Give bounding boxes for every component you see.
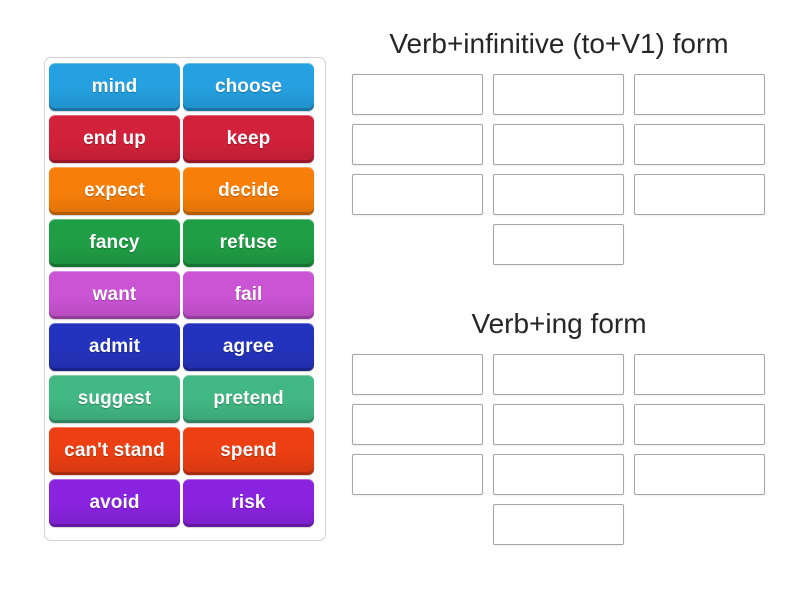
category-title-1: Verb+infinitive (to+V1) form	[389, 28, 729, 59]
drop-slot[interactable]	[493, 174, 624, 216]
category-group-2: Verb+ing form	[352, 308, 766, 546]
word-tile[interactable]: agree	[183, 323, 314, 371]
drop-slot[interactable]	[493, 504, 624, 546]
word-tile[interactable]: keep	[183, 115, 314, 163]
drop-slot[interactable]	[352, 74, 483, 116]
drop-slot[interactable]	[493, 124, 624, 166]
drop-slot[interactable]	[634, 74, 765, 116]
word-tile[interactable]: fail	[183, 271, 314, 319]
word-tile[interactable]: spend	[183, 427, 314, 475]
word-tile[interactable]: want	[49, 271, 180, 319]
drop-slot[interactable]	[634, 124, 765, 166]
drop-slot[interactable]	[634, 174, 765, 216]
word-tile[interactable]: fancy	[49, 219, 180, 267]
word-tile[interactable]: expect	[49, 167, 180, 215]
word-tile[interactable]: can't stand	[49, 427, 180, 475]
drop-slot[interactable]	[493, 74, 624, 116]
word-tile[interactable]: pretend	[183, 375, 314, 423]
word-tile[interactable]: decide	[183, 167, 314, 215]
drop-slot-grid-1	[352, 74, 766, 266]
drop-slot-grid-2	[352, 354, 766, 546]
word-tile[interactable]: avoid	[49, 479, 180, 527]
word-tile[interactable]: risk	[183, 479, 314, 527]
drop-slot[interactable]	[352, 124, 483, 166]
word-tile[interactable]: admit	[49, 323, 180, 371]
word-tile[interactable]: refuse	[183, 219, 314, 267]
word-tile[interactable]: choose	[183, 63, 314, 111]
drop-slot[interactable]	[493, 354, 624, 396]
category-title-2: Verb+ing form	[471, 308, 647, 339]
word-tile[interactable]: end up	[49, 115, 180, 163]
drop-slot[interactable]	[634, 404, 765, 446]
category-group-1: Verb+infinitive (to+V1) form	[352, 28, 766, 266]
drop-slot[interactable]	[352, 174, 483, 216]
drop-slot[interactable]	[634, 354, 765, 396]
drop-slot[interactable]	[493, 454, 624, 496]
drop-slot[interactable]	[352, 454, 483, 496]
drop-slot[interactable]	[493, 224, 624, 266]
drop-slot[interactable]	[352, 354, 483, 396]
drop-slot[interactable]	[634, 454, 765, 496]
word-tile[interactable]: mind	[49, 63, 180, 111]
drop-slot[interactable]	[352, 404, 483, 446]
drop-slot[interactable]	[493, 404, 624, 446]
word-tile[interactable]: suggest	[49, 375, 180, 423]
